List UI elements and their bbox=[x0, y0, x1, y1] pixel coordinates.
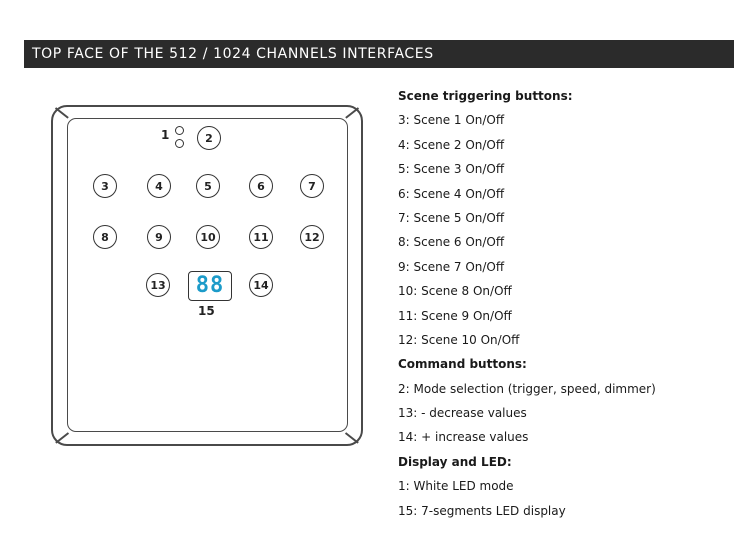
scene-button[interactable]: 3 bbox=[93, 174, 117, 198]
white-led-icon bbox=[175, 126, 184, 135]
decrease-button[interactable]: 13 bbox=[146, 273, 170, 297]
legend-item: 2: Mode selection (trigger, speed, dimme… bbox=[398, 381, 656, 396]
legend-item: 6: Scene 4 On/Off bbox=[398, 186, 505, 201]
legend-item: 10: Scene 8 On/Off bbox=[398, 284, 512, 299]
legend-item: 4: Scene 2 On/Off bbox=[398, 137, 505, 152]
section-title: TOP FACE OF THE 512 / 1024 CHANNELS INTE… bbox=[32, 46, 434, 62]
section-header: TOP FACE OF THE 512 / 1024 CHANNELS INTE… bbox=[24, 40, 734, 68]
legend-item: 3: Scene 1 On/Off bbox=[398, 113, 505, 128]
legend-item: 13: - decrease values bbox=[398, 406, 527, 421]
display-digits: 88 bbox=[195, 273, 225, 298]
display-label: 15 bbox=[198, 304, 215, 318]
scene-button[interactable]: 12 bbox=[300, 225, 324, 249]
legend-item: 12: Scene 10 On/Off bbox=[398, 332, 520, 347]
button-legend: Scene triggering buttons: 3: Scene 1 On/… bbox=[398, 86, 728, 525]
scene-button[interactable]: 6 bbox=[249, 174, 273, 198]
legend-item: 15: 7-segments LED display bbox=[398, 503, 566, 518]
mode-button[interactable]: 2 bbox=[197, 126, 221, 150]
scene-button[interactable]: 5 bbox=[196, 174, 220, 198]
legend-item: 1: White LED mode bbox=[398, 479, 514, 494]
scene-button[interactable]: 10 bbox=[196, 225, 220, 249]
device-top-face-diagram: 1 2 3 4 5 6 7 8 9 10 11 12 13 88 14 15 bbox=[51, 105, 363, 446]
white-led-icon bbox=[175, 139, 184, 148]
scene-button[interactable]: 8 bbox=[93, 225, 117, 249]
legend-item: 11: Scene 9 On/Off bbox=[398, 308, 512, 323]
scene-button[interactable]: 4 bbox=[147, 174, 171, 198]
legend-item: 9: Scene 7 On/Off bbox=[398, 259, 505, 274]
scene-button[interactable]: 11 bbox=[249, 225, 273, 249]
command-heading: Command buttons: bbox=[398, 357, 527, 372]
device-outer-frame bbox=[51, 105, 363, 446]
device-inner-panel bbox=[67, 118, 348, 432]
legend-item: 8: Scene 6 On/Off bbox=[398, 235, 505, 250]
scene-button[interactable]: 7 bbox=[300, 174, 324, 198]
increase-button[interactable]: 14 bbox=[249, 273, 273, 297]
seven-segment-display: 88 bbox=[188, 271, 232, 301]
scene-button[interactable]: 9 bbox=[147, 225, 171, 249]
legend-item: 14: + increase values bbox=[398, 430, 529, 445]
led-label: 1 bbox=[161, 128, 170, 142]
legend-item: 7: Scene 5 On/Off bbox=[398, 210, 505, 225]
legend-item: 5: Scene 3 On/Off bbox=[398, 162, 505, 177]
display-heading: Display and LED: bbox=[398, 454, 512, 469]
scene-heading: Scene triggering buttons: bbox=[398, 89, 573, 103]
